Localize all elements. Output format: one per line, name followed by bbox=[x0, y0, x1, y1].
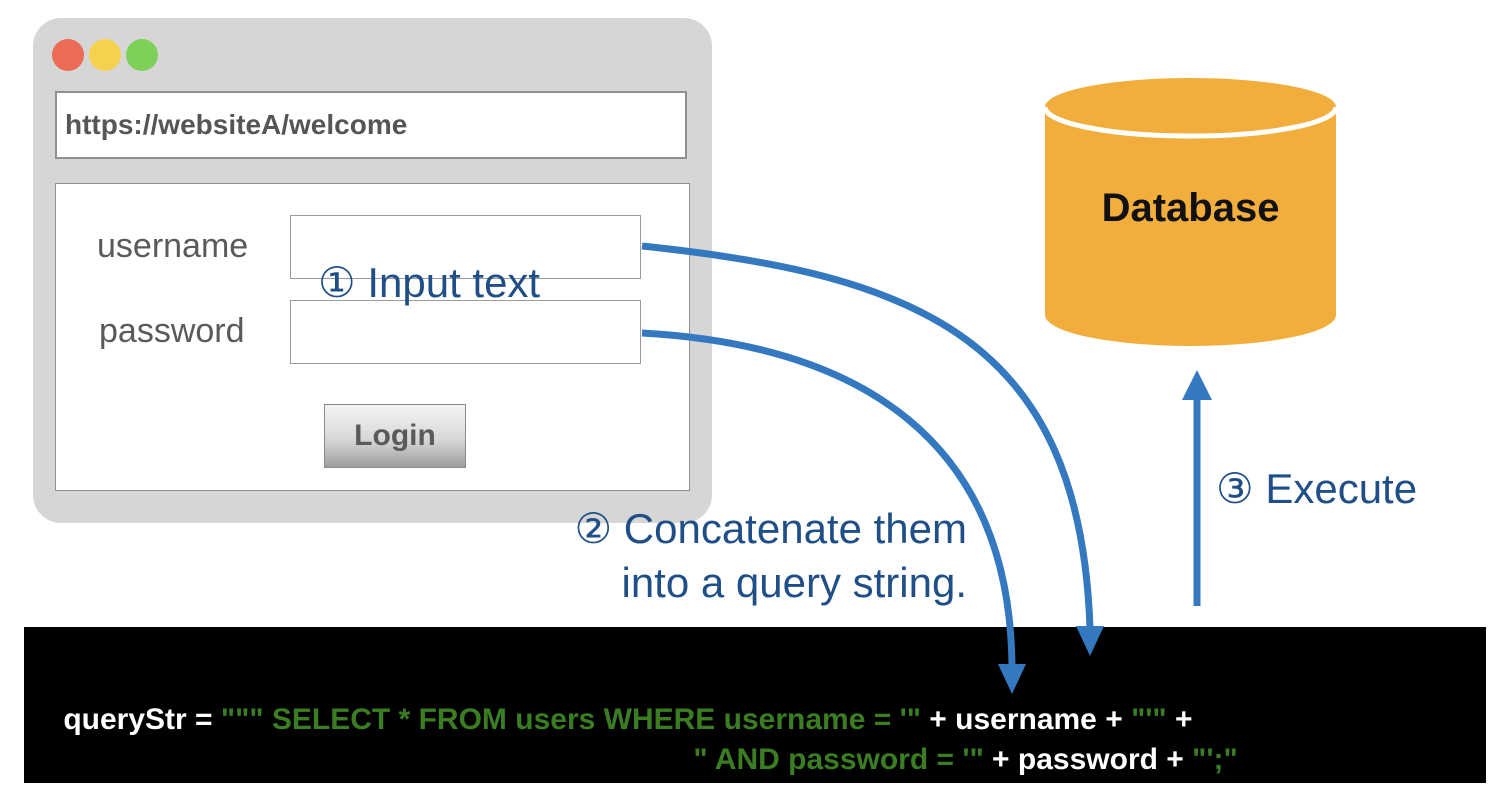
database-top bbox=[1045, 78, 1336, 136]
database-label: Database bbox=[1101, 186, 1280, 230]
code-string-token: "';" bbox=[1192, 743, 1238, 776]
code-string-token: """ SELECT * FROM users WHERE username =… bbox=[220, 703, 930, 736]
database-rim bbox=[1045, 106, 1336, 139]
close-window-button[interactable] bbox=[52, 39, 84, 71]
code-panel: queryStr = """ SELECT * FROM users WHERE… bbox=[24, 627, 1486, 783]
minimize-window-button[interactable] bbox=[89, 39, 121, 71]
step-concatenate-line1: ② Concatenate them bbox=[574, 505, 967, 552]
maximize-window-button[interactable] bbox=[126, 39, 158, 71]
code-line-1: queryStr = """ SELECT * FROM users WHERE… bbox=[30, 669, 1193, 771]
username-input[interactable] bbox=[290, 215, 641, 279]
step-input-text: ① Input text bbox=[318, 259, 541, 306]
code-line-2: " AND password = '" + password + "';" bbox=[660, 709, 1238, 811]
step-concatenate-line2: into a query string. bbox=[621, 559, 967, 606]
code-string-token: " AND password = '" bbox=[693, 743, 993, 776]
url-text: https://websiteA/welcome bbox=[65, 109, 408, 140]
login-form: username password Login bbox=[55, 183, 690, 491]
code-token: + bbox=[1166, 703, 1193, 736]
database-body bbox=[1045, 107, 1336, 346]
login-button-label: Login bbox=[354, 419, 436, 452]
code-string-token: "'" bbox=[1131, 703, 1167, 736]
login-button[interactable]: Login bbox=[324, 404, 466, 468]
arrow-execute-head bbox=[1182, 370, 1212, 400]
database-icon bbox=[1045, 78, 1336, 346]
address-bar[interactable]: https://websiteA/welcome bbox=[55, 91, 687, 159]
code-token: queryStr = bbox=[63, 703, 221, 736]
code-token: + password + bbox=[992, 743, 1193, 776]
username-label: username bbox=[97, 227, 249, 265]
step-execute: ③ Execute bbox=[1216, 465, 1418, 512]
password-input[interactable] bbox=[290, 300, 641, 364]
step-concatenate: ② Concatenate them into a query string. bbox=[535, 502, 967, 610]
password-label: password bbox=[99, 312, 245, 350]
code-token: + username + bbox=[929, 703, 1132, 736]
